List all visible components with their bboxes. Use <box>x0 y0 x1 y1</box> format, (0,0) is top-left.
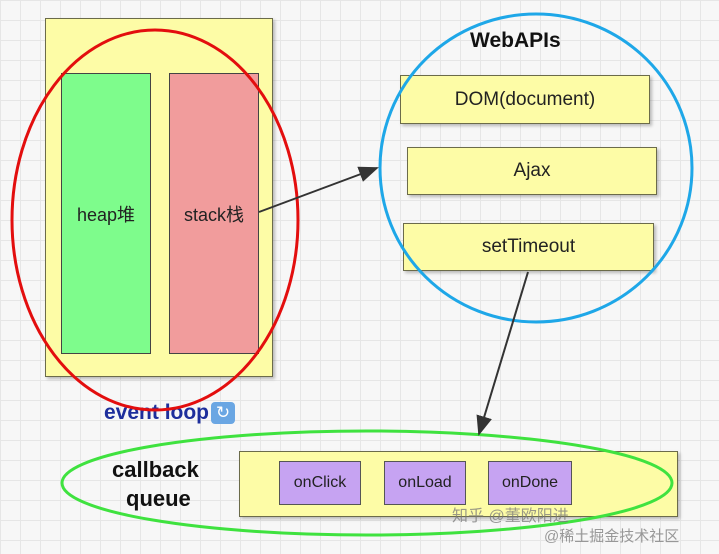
webapis-title: WebAPIs <box>470 29 561 52</box>
stack-to-webapis-arrow <box>258 166 379 213</box>
webapi-dom-label: DOM(document) <box>454 88 596 110</box>
watermark: 知乎 @董欧阳进 @稀土掘金技术社区 <box>452 507 679 547</box>
webapis-circle <box>378 12 694 324</box>
stack-column: stack栈 <box>169 73 259 354</box>
callback-queue-label-line2: queue <box>126 486 191 511</box>
queue-item-onload: onLoad <box>384 461 466 505</box>
webapi-ajax-box: Ajax <box>407 147 657 195</box>
watermark-text-2: @稀土掘金技术社区 <box>544 528 680 545</box>
webapi-ajax-label: Ajax <box>513 160 551 181</box>
queue-item-ondone-label: onDone <box>501 474 559 491</box>
queue-item-onclick: onClick <box>279 461 361 505</box>
heap-column: heap堆 <box>61 73 151 354</box>
callback-queue-label-line1: callback <box>112 457 199 482</box>
heap-label: heap堆 <box>76 204 136 225</box>
callback-queue-ellipse <box>60 429 674 537</box>
refresh-icon: ↻ <box>211 402 236 424</box>
callback-queue-label: callback queue <box>112 455 199 513</box>
engine-circle <box>10 28 300 412</box>
webapi-settimeout-box: setTimeout <box>403 223 654 271</box>
stack-label: stack栈 <box>183 204 244 225</box>
webapi-dom-box: DOM(document) <box>400 75 650 124</box>
queue-item-onload-label: onLoad <box>398 474 452 491</box>
watermark-text-1: 知乎 @董欧阳进 <box>452 508 569 525</box>
webapi-settimeout-label: setTimeout <box>481 236 576 257</box>
queue-item-onclick-label: onClick <box>293 474 347 491</box>
settimeout-to-queue-arrow <box>476 271 529 436</box>
queue-item-ondone: onDone <box>488 461 572 505</box>
